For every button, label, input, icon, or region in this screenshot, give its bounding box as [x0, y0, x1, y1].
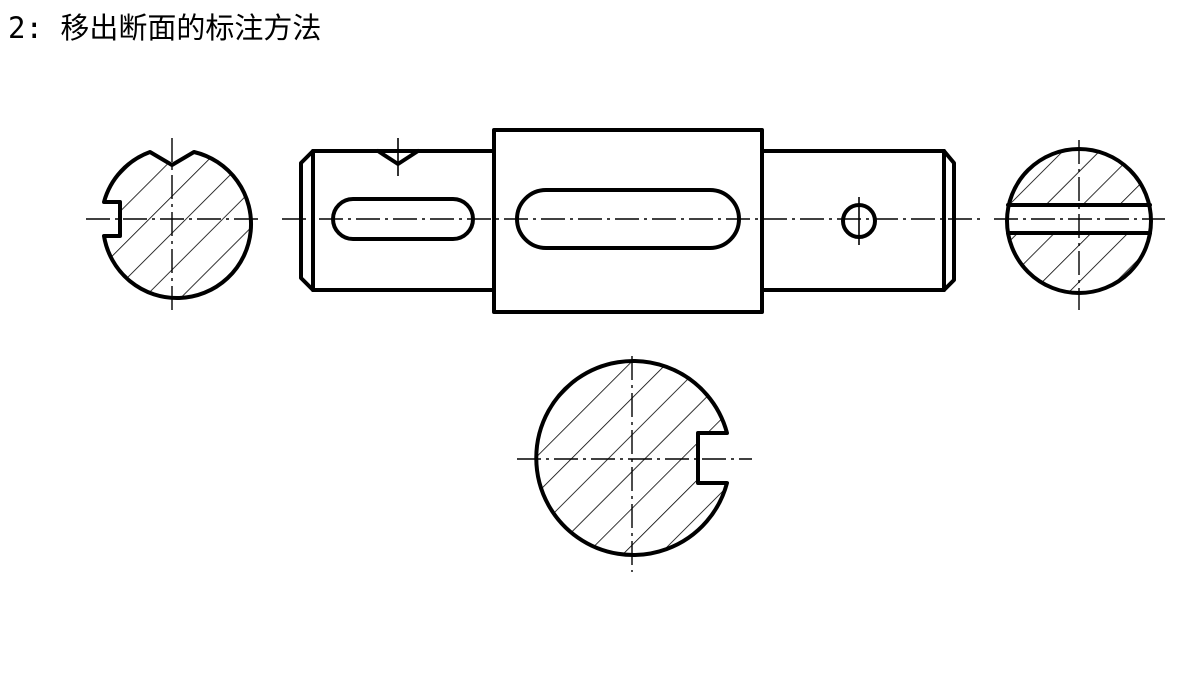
shaft-front-view — [282, 128, 980, 314]
lower-section-hatched-area — [534, 359, 729, 557]
page-title: 2: 移出断面的标注方法 — [8, 11, 322, 45]
left-shaft-segment — [299, 149, 496, 292]
lower-keyway-section — [517, 356, 752, 572]
left-keyway-section — [86, 138, 262, 310]
center-body — [492, 128, 764, 314]
right-shaft-segment — [760, 149, 956, 292]
left-section-hatched-area — [102, 150, 254, 300]
right-through-slot-section — [994, 140, 1165, 310]
